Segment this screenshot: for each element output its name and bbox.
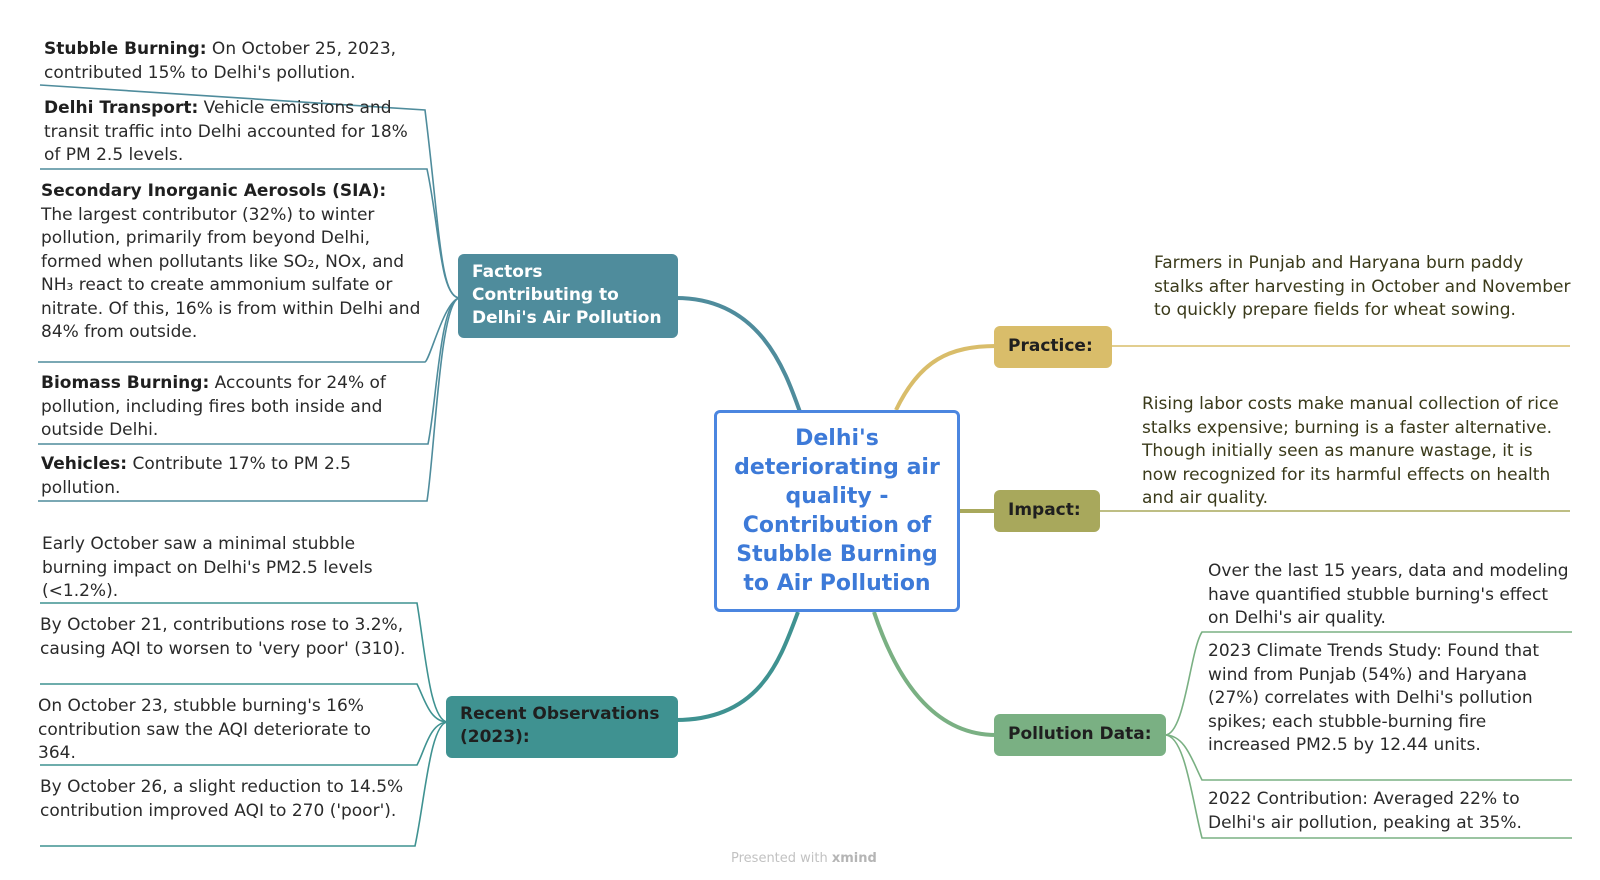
branch-line-pollution	[872, 611, 997, 737]
practice-node-label: Practice:	[1008, 336, 1093, 356]
factor-title: Vehicles:	[41, 454, 128, 474]
factors-node-label: Factors Contributing to Delhi's Air Poll…	[472, 262, 662, 328]
recent-item: By October 21, contributions rose to 3.2…	[40, 615, 406, 659]
pollution-node[interactable]: Pollution Data:	[994, 714, 1166, 756]
impact-text: Rising labor costs make manual collectio…	[1142, 394, 1559, 508]
factor-item-transport: Delhi Transport: Vehicle emissions and t…	[44, 97, 424, 168]
footer-prefix: Presented with	[731, 851, 832, 866]
practice-node[interactable]: Practice:	[994, 326, 1112, 368]
presented-with-footer: Presented with xmind	[731, 851, 877, 866]
branch-line-recent	[675, 611, 800, 722]
factor-title: Delhi Transport:	[44, 98, 199, 118]
factor-item-vehicles: Vehicles: Contribute 17% to PM 2.5 pollu…	[41, 453, 421, 500]
recent-node-label: Recent Observations (2023):	[460, 704, 660, 747]
factor-item-sia: Secondary Inorganic Aerosols (SIA): The …	[41, 180, 421, 345]
branch-line-factors	[675, 296, 802, 413]
factor-item-stubble: Stubble Burning: On October 25, 2023, co…	[44, 38, 424, 85]
factor-text: Contribute 17% to PM 2.5 pollution.	[41, 454, 351, 498]
pollution-item: 2023 Climate Trends Study: Found that wi…	[1208, 641, 1540, 755]
factor-text: The largest contributor (32%) to winter …	[41, 204, 421, 343]
recent-item: By October 26, a slight reduction to 14.…	[40, 777, 404, 821]
impact-node[interactable]: Impact:	[994, 490, 1100, 532]
pollution-node-label: Pollution Data:	[1008, 724, 1152, 744]
central-topic-text: Delhi's deteriorating air quality - Cont…	[734, 426, 940, 596]
pollution-sub-lines	[1164, 631, 1572, 839]
pollution-item: 2022 Contribution: Averaged 22% to Delhi…	[1208, 789, 1522, 833]
recent-item: Early October saw a minimal stubble burn…	[42, 534, 373, 601]
recent-item: On October 23, stubble burning's 16% con…	[38, 696, 371, 763]
factor-text: Vehicle emissions and transit traffic in…	[44, 98, 408, 165]
factor-text: On October 25, 2023, contributed 15% to …	[44, 39, 397, 83]
factor-title: Stubble Burning:	[44, 39, 207, 59]
recent-sub-lines	[40, 602, 449, 847]
factors-node[interactable]: Factors Contributing to Delhi's Air Poll…	[458, 254, 678, 338]
factor-title: Biomass Burning:	[41, 373, 210, 393]
central-topic[interactable]: Delhi's deteriorating air quality - Cont…	[714, 410, 960, 612]
practice-text: Farmers in Punjab and Haryana burn paddy…	[1154, 253, 1571, 320]
branch-line-practice	[894, 344, 997, 411]
impact-node-label: Impact:	[1008, 500, 1081, 520]
pollution-item: Over the last 15 years, data and modelin…	[1208, 561, 1569, 628]
xmind-brand: xmind	[831, 851, 877, 866]
recent-node[interactable]: Recent Observations (2023):	[446, 696, 678, 758]
factor-title: Secondary Inorganic Aerosols (SIA):	[41, 181, 387, 201]
factors-sub-lines	[38, 84, 461, 502]
factor-text: Accounts for 24% of pollution, including…	[41, 373, 386, 440]
factor-item-biomass: Biomass Burning: Accounts for 24% of pol…	[41, 372, 421, 443]
